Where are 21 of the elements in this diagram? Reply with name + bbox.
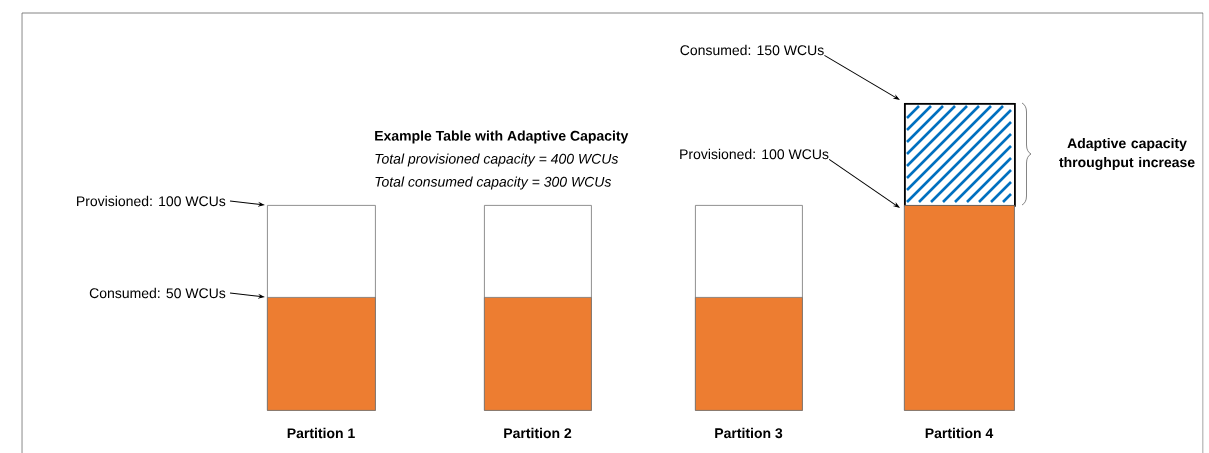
hatched-fill (904, 103, 1016, 207)
annotation-text: Consumed: 150 WCUs (680, 44, 824, 56)
note-text: Total consumed capacity = 300 WCUs (375, 176, 612, 190)
consumed-fill (695, 297, 803, 411)
partition-label: Partition 1 (287, 427, 355, 439)
note-text: Total provisioned capacity = 400 WCUs (375, 153, 619, 167)
note-text: Example Table with Adaptive Capacity (375, 130, 629, 144)
arrow (229, 200, 265, 207)
partition-label: Partition 4 (925, 427, 994, 439)
annotation-text: Consumed: 50 WCUs (89, 287, 226, 299)
arrow (229, 292, 265, 299)
arrow (823, 54, 900, 100)
annotation-text: Provisioned: 100 WCUs (680, 148, 829, 160)
consumed-fill (904, 205, 1015, 411)
annotation-text: Provisioned: 100 WCUs (77, 195, 226, 207)
consumed-fill (484, 297, 592, 411)
consumed-fill (267, 297, 376, 411)
partition-label: Partition 2 (504, 427, 572, 439)
arrow (828, 158, 900, 208)
partition-label: Partition 3 (715, 427, 783, 439)
brace-label: Adaptive capacity throughput increase (1059, 137, 1195, 171)
